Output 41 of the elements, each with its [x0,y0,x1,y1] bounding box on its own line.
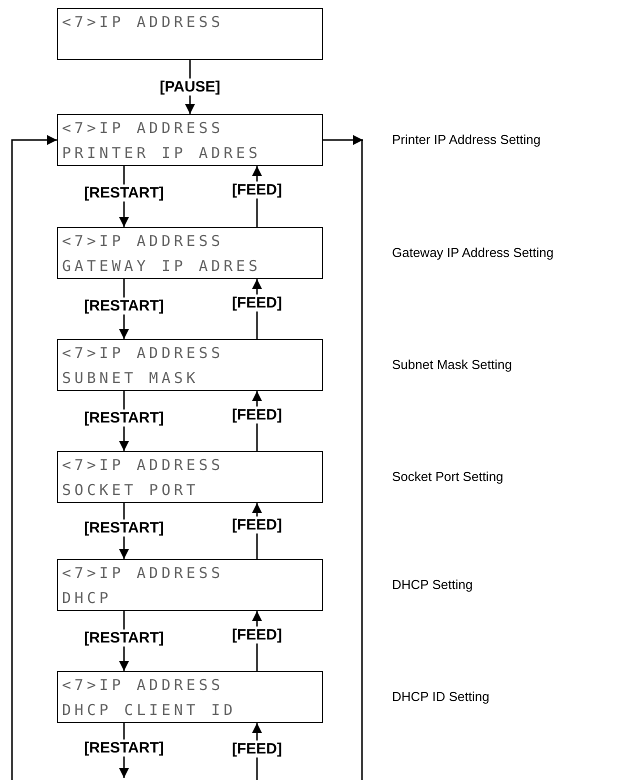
setting-caption: Subnet Mask Setting [392,357,512,372]
setting-caption: Printer IP Address Setting [392,132,541,147]
edge-label: [PAUSE] [158,78,222,96]
edge-label: [FEED] [231,406,283,424]
edge-label: [RESTART] [83,410,165,426]
lcd-display-box [57,559,323,611]
display-text: <7>IP ADDRESS [62,12,224,33]
display-text: <7>IP ADDRESS [62,675,224,696]
edge-label: [RESTART] [83,630,165,646]
lcd-display-box [57,227,323,279]
lcd-display-box [57,671,323,723]
lcd-display-box [57,114,323,166]
lcd-display-box [57,451,323,503]
setting-caption: Gateway IP Address Setting [392,245,554,260]
edge-label: [FEED] [231,516,283,534]
edge-label: [FEED] [231,626,283,644]
display-text: PRINTER IP ADRES [62,143,261,164]
display-text: DHCP [62,588,112,609]
setting-caption: DHCP ID Setting [392,689,490,704]
setting-caption: DHCP Setting [392,577,473,592]
arrow [11,135,57,780]
arrow [323,135,363,145]
edge-label: [FEED] [231,294,283,312]
display-text: SOCKET PORT [62,480,199,501]
edge-label: [RESTART] [83,520,165,537]
display-text: <7>IP ADDRESS [62,343,224,364]
edge-label: [RESTART] [83,184,165,202]
lcd-display-box [57,8,323,60]
display-text: <7>IP ADDRESS [62,231,224,252]
setting-caption: Socket Port Setting [392,469,504,484]
display-text: <7>IP ADDRESS [62,563,224,584]
edge-label: [FEED] [231,740,283,758]
edge-label: [FEED] [231,182,283,199]
edge-label: [RESTART] [83,298,165,314]
display-text: <7>IP ADDRESS [62,455,224,476]
display-text: GATEWAY IP ADRES [62,256,261,277]
edge-label: [RESTART] [83,739,165,756]
display-text: <7>IP ADDRESS [62,118,224,139]
display-text: DHCP CLIENT ID [62,700,236,721]
lcd-display-box [57,339,323,391]
display-text: SUBNET MASK [62,368,199,389]
